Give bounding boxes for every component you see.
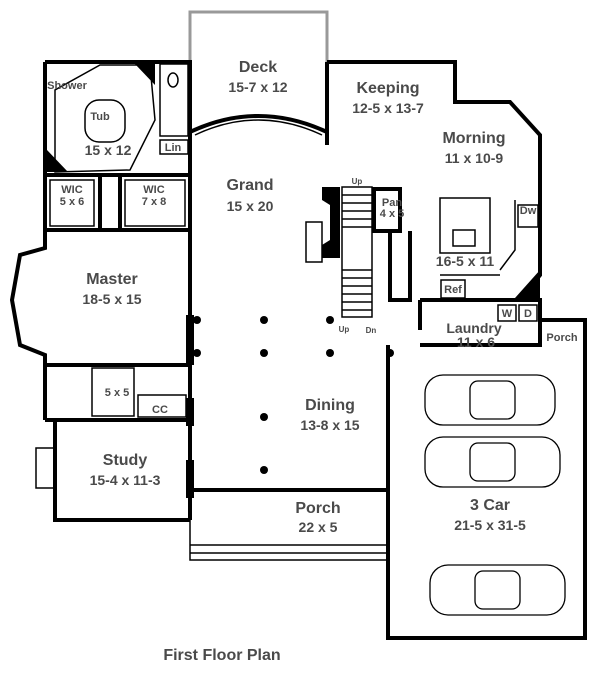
laundry-size: 11 x 6 [457, 334, 495, 350]
grand-size: 15 x 20 [227, 198, 274, 214]
master-label: Master [86, 271, 138, 288]
bath-corner [135, 64, 155, 85]
tub-label: Tub [90, 111, 110, 123]
washer [497, 304, 517, 322]
keeping-label: Keeping [356, 80, 419, 97]
master-size: 18-5 x 15 [82, 291, 141, 307]
fireplace [35, 447, 57, 489]
toilet-room [159, 63, 189, 137]
dryer-label: D [524, 308, 532, 320]
master-outer-wall [9, 62, 47, 420]
stairs-up-label: Up [339, 325, 350, 334]
shower-label: Shower [47, 80, 87, 92]
morning-size: 11 x 10-9 [445, 150, 504, 166]
grand-label: Grand [226, 177, 273, 194]
front-porch-label: Porch [295, 500, 340, 517]
powder-room [91, 367, 135, 417]
wic-large [124, 179, 186, 227]
ref-label: Ref [444, 284, 462, 296]
toilet-icon [167, 72, 179, 88]
pantry-label: Pan [382, 197, 402, 209]
dishwasher [517, 204, 539, 228]
front-porch-size: 22 x 5 [299, 519, 338, 535]
garage-label: 3 Car [470, 497, 510, 514]
keeping-size: 12-5 x 13-7 [352, 100, 424, 116]
plan-title: First Floor Plan [163, 647, 280, 664]
bath-size: 15 x 12 [85, 142, 132, 158]
laundry-label: Laundry [446, 320, 501, 336]
morning-label: Morning [442, 130, 505, 147]
front-porch-steps [189, 520, 388, 561]
dishwasher-label: Dw [520, 205, 537, 217]
stairs-down-label: Dn [366, 326, 377, 335]
column-wall [186, 315, 194, 365]
pantry-size: 4 x 5 [380, 208, 404, 220]
kitchen-counter [440, 200, 516, 276]
coat-closet-label: CC [152, 404, 168, 416]
wic-large-size: 7 x 8 [142, 196, 166, 208]
car [429, 564, 566, 616]
columns [193, 316, 394, 474]
wic-small-label: WIC [61, 184, 82, 196]
car [424, 436, 561, 488]
dining-label: Dining [305, 397, 355, 414]
column-wall [186, 398, 194, 426]
tub [84, 99, 126, 143]
kitchen-corner [515, 270, 540, 298]
study-walls [45, 363, 190, 522]
washer-label: W [502, 308, 513, 320]
garage-size: 21-5 x 31-5 [454, 517, 526, 533]
laundry-walls [418, 298, 587, 347]
wic-large-label: WIC [143, 184, 164, 196]
wic-small [49, 179, 95, 227]
kitchen-size: 16-5 x 11 [436, 253, 495, 269]
pantry [372, 187, 402, 233]
deck-label: Deck [239, 59, 277, 76]
powder-size: 5 x 5 [105, 387, 129, 399]
study-size: 15-4 x 11-3 [90, 472, 161, 488]
dryer [518, 304, 538, 322]
wic-walls [45, 173, 190, 232]
dining-size: 13-8 x 15 [300, 417, 359, 433]
car [424, 374, 556, 426]
study-label: Study [103, 452, 148, 469]
column-wall [186, 460, 194, 498]
cooktop-icon [452, 229, 476, 247]
fireplace-chimney [322, 187, 340, 258]
grand-arc-wall [189, 114, 328, 134]
stairs-up-label: Up [352, 177, 363, 186]
bath-corner [47, 150, 68, 172]
bath-wall [45, 60, 192, 130]
staircase [341, 186, 373, 318]
stair-treads [342, 194, 372, 311]
grand-fireplace [305, 221, 323, 263]
deck-size: 15-7 x 12 [228, 79, 287, 95]
linen-label: Lin [165, 142, 182, 154]
kitchen-island [439, 197, 491, 254]
deck-arc-wall [194, 119, 323, 136]
wic-small-size: 5 x 6 [60, 196, 84, 208]
stair-wall [388, 231, 412, 302]
side-porch-label: Porch [546, 332, 577, 344]
